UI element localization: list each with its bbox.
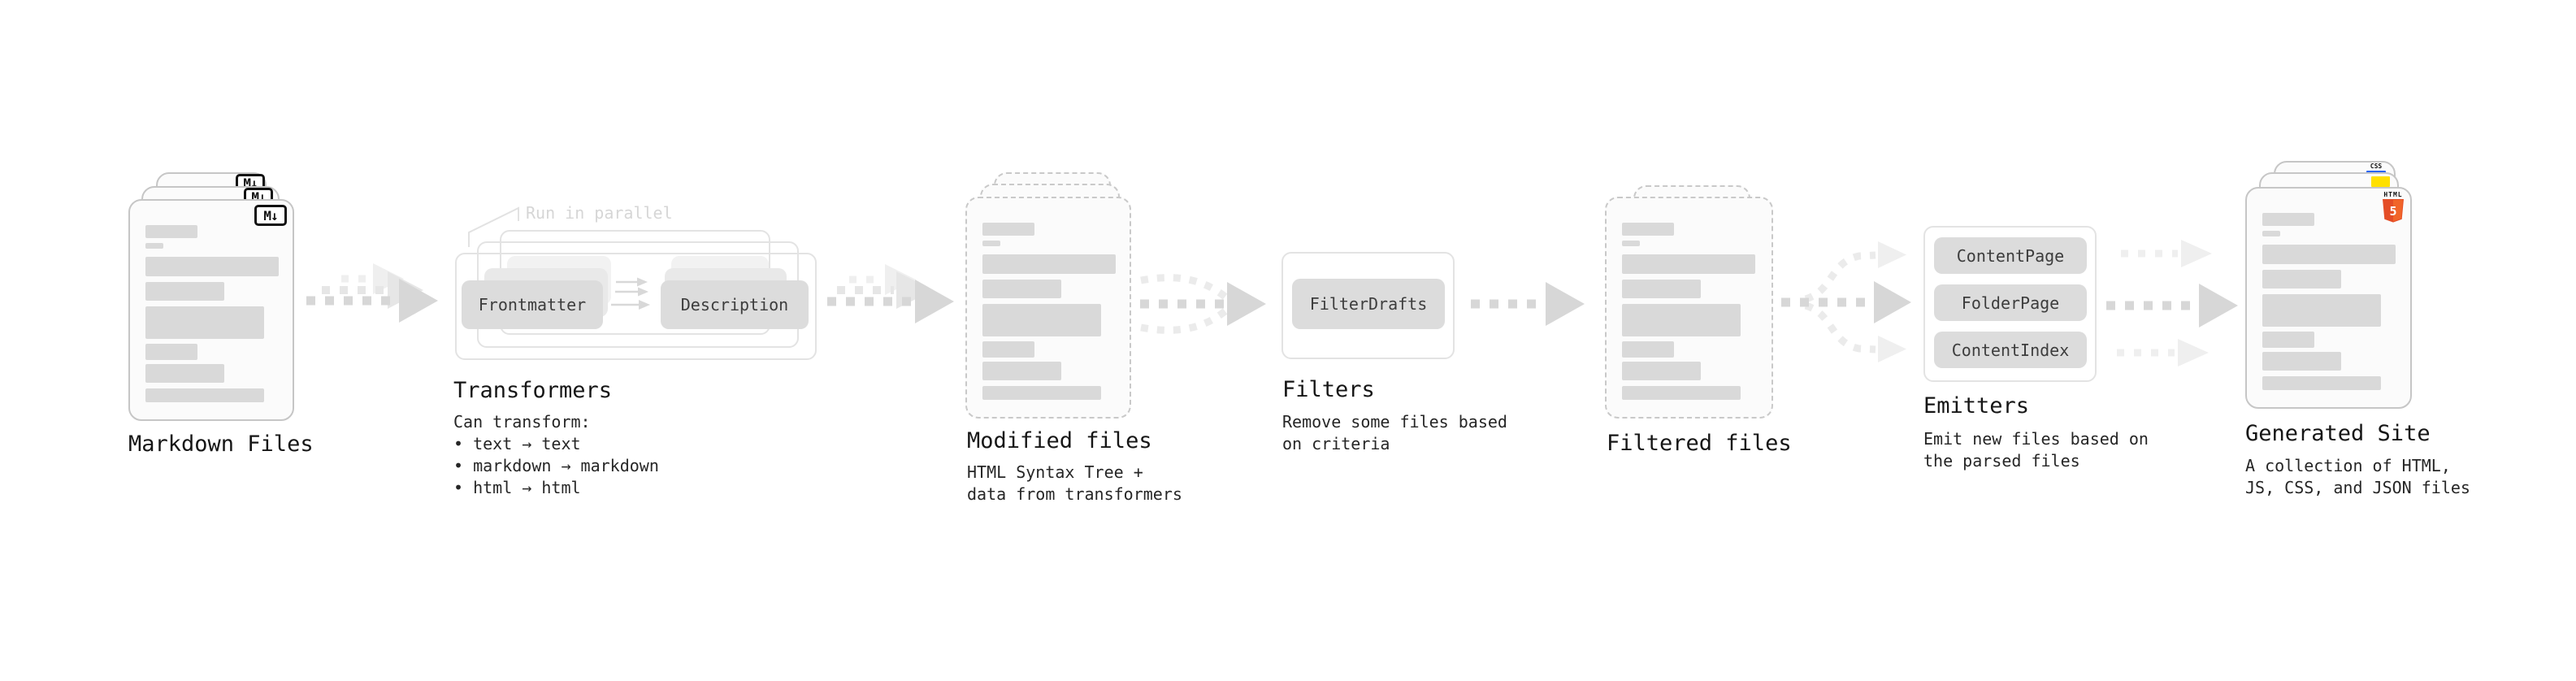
- content-line-placeholder: [145, 388, 264, 402]
- arrow-emitters-to-generated: [2106, 240, 2238, 367]
- content-line-placeholder: [145, 282, 224, 301]
- folderpage-pill-label: FolderPage: [1961, 293, 2060, 313]
- transformers-description: Can transform: • text → text • markdown …: [453, 412, 659, 497]
- modified-files-label: Modified files: [967, 428, 1152, 453]
- content-line-placeholder: [145, 364, 224, 383]
- content-line-placeholder: [2262, 213, 2314, 226]
- content-line-placeholder: [982, 241, 1000, 246]
- css-icon-text: CSS: [2370, 163, 2383, 170]
- transformer-box-front: [455, 253, 817, 360]
- content-line-placeholder: [982, 254, 1116, 274]
- arrow-markdown-to-transformers: [306, 263, 438, 323]
- content-line-placeholder: [982, 304, 1101, 336]
- content-line-placeholder: [2262, 231, 2280, 236]
- markdown-icon: M↓: [254, 205, 287, 226]
- js-icon: [2371, 176, 2390, 187]
- content-line-placeholder: [982, 280, 1061, 298]
- content-line-placeholder: [145, 306, 264, 339]
- generated-site-description: A collection of HTML, JS, CSS, and JSON …: [2245, 456, 2470, 497]
- filterdrafts-pill: FilterDrafts: [1292, 279, 1445, 329]
- arrow-filters-to-filtered: [1471, 282, 1585, 326]
- transformers-label: Transformers: [453, 378, 613, 403]
- filters-description: Remove some files based on criteria: [1282, 412, 1507, 453]
- filterdrafts-pill-label: FilterDrafts: [1309, 294, 1428, 314]
- frontmatter-pill-label: Frontmatter: [478, 295, 587, 314]
- frontmatter-pill: Frontmatter: [462, 280, 603, 329]
- arrow-transformers-to-modified: [827, 264, 954, 323]
- file-content-placeholder: [982, 223, 1116, 400]
- content-line-placeholder: [982, 362, 1061, 380]
- content-line-placeholder: [2262, 270, 2341, 288]
- content-line-placeholder: [1622, 223, 1674, 236]
- arrow-modified-to-filters: [1140, 274, 1266, 334]
- content-line-placeholder: [1622, 241, 1640, 246]
- content-line-placeholder: [2262, 352, 2341, 371]
- filters-box: [1281, 252, 1455, 359]
- content-line-placeholder: [2262, 245, 2396, 264]
- file-content-placeholder: [1622, 223, 1756, 400]
- content-line-placeholder: [145, 257, 279, 276]
- run-in-parallel-note: Run in parallel: [526, 203, 673, 223]
- content-line-placeholder: [145, 243, 163, 249]
- markdown-files-label: Markdown Files: [128, 432, 314, 457]
- content-line-placeholder: [1622, 280, 1701, 298]
- contentindex-pill-label: ContentIndex: [1951, 340, 2070, 360]
- html5-icon-text: HTML: [2383, 191, 2403, 198]
- content-line-placeholder: [1622, 341, 1674, 358]
- emitters-description: Emit new files based on the parsed files: [1923, 429, 2149, 471]
- html5-shield: 5: [2383, 199, 2404, 223]
- description-pill-label: Description: [680, 295, 789, 314]
- content-line-placeholder: [2262, 376, 2381, 390]
- contentindex-pill: ContentIndex: [1934, 332, 2087, 368]
- html5-shield-number: 5: [2389, 204, 2396, 219]
- content-line-placeholder: [982, 386, 1101, 400]
- content-line-placeholder: [2262, 294, 2381, 327]
- content-line-placeholder: [145, 225, 197, 238]
- filters-label: Filters: [1282, 377, 1375, 402]
- modified-file-card-front: [965, 197, 1131, 419]
- generated-site-card-front: [2245, 187, 2412, 409]
- content-line-placeholder: [982, 223, 1034, 236]
- filtered-files-label: Filtered files: [1607, 431, 1792, 456]
- generated-site-label: Generated Site: [2245, 421, 2431, 446]
- contentpage-pill: ContentPage: [1934, 237, 2087, 274]
- content-line-placeholder: [982, 341, 1034, 358]
- file-content-placeholder: [2262, 213, 2396, 390]
- description-pill: Description: [661, 280, 809, 329]
- markdown-file-card-front: [128, 199, 294, 421]
- folderpage-pill: FolderPage: [1934, 284, 2087, 321]
- filtered-file-card-front: [1605, 197, 1773, 419]
- contentpage-pill-label: ContentPage: [1956, 245, 2065, 266]
- content-line-placeholder: [145, 344, 197, 360]
- arrow-filtered-to-emitters: [1781, 241, 1911, 362]
- emitters-box: [1923, 226, 2097, 382]
- content-line-placeholder: [1622, 362, 1701, 380]
- content-line-placeholder: [1622, 254, 1755, 274]
- emitters-label: Emitters: [1923, 393, 2030, 419]
- markdown-icon-text: M↓: [263, 207, 278, 223]
- content-line-placeholder: [1622, 304, 1741, 336]
- file-content-placeholder: [145, 225, 279, 402]
- modified-files-description: HTML Syntax Tree + data from transformer…: [967, 462, 1182, 504]
- content-line-placeholder: [1622, 386, 1741, 400]
- html5-icon: HTML 5: [2382, 191, 2405, 223]
- content-line-placeholder: [2262, 332, 2314, 348]
